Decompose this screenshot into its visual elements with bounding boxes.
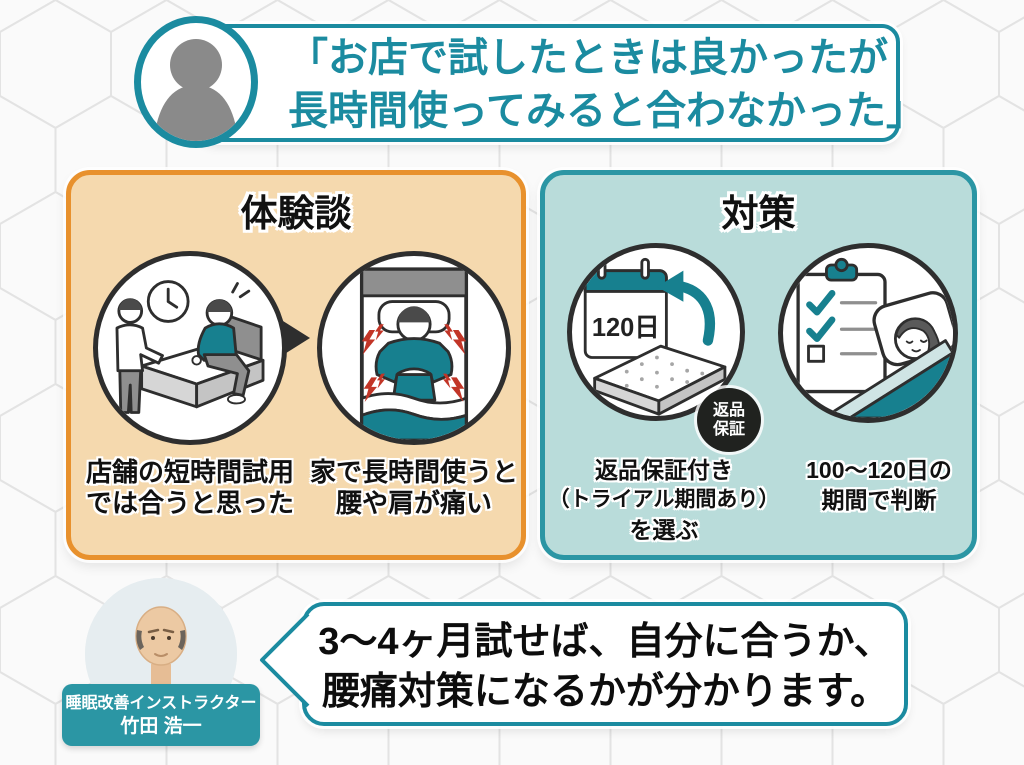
blanket (360, 408, 468, 440)
customer-figure (191, 282, 251, 405)
calendar-days-label: 120日 (592, 314, 660, 342)
quote-line-1: 「お店で試したときは良かったが (288, 36, 888, 80)
blanket-fold (825, 339, 953, 418)
guarantee-caption: 返品保証付き （トライアル期間あり） を選ぶ (547, 455, 781, 545)
pain-bolt-icon (361, 324, 467, 403)
store-trial-illustration (93, 251, 287, 445)
bed-headboard (360, 267, 468, 298)
customer-quote-bubble: 「お店で試したときは良かったが 長時間使ってみると合わなかった」 (198, 24, 926, 142)
badge-line-2: 保証 (712, 421, 745, 438)
expert-comment-line-2: 腰痛対策になるかが分かります。 (321, 671, 889, 713)
trial-judgement-illustration (778, 243, 958, 423)
person-silhouette-icon (154, 39, 238, 141)
expert-name: 竹田 浩一 (120, 716, 202, 737)
return-guarantee-icon: 120日 (583, 257, 727, 416)
expert-comment-line-1: 3〜4ヶ月試せば、自分に合うか、 (318, 621, 892, 663)
customer-quote-text: 「お店で試したときは良かったが 長時間使ってみると合わなかった」 (288, 32, 926, 138)
back-pain-illustration (317, 251, 511, 445)
experience-panel: 体験談 (66, 170, 526, 560)
expert-comment-bubble: 3〜4ヶ月試せば、自分に合うか、 腰痛対策になるかが分かります。 (302, 602, 908, 726)
customer-avatar (134, 16, 258, 148)
judge-caption-line-1: 100〜120日の (806, 457, 952, 483)
store-caption-line-2: では合うと思った (85, 488, 294, 518)
return-guarantee-badge: 返品 保証 (697, 388, 761, 452)
salesperson-figure (115, 298, 164, 414)
countermeasure-panel-title: 対策 (721, 193, 796, 234)
store-caption-line-1: 店舗の短時間試用 (85, 457, 294, 487)
guarantee-caption-line-2: （トライアル期間あり） (548, 488, 780, 511)
speech-bubble-tail (260, 612, 310, 708)
experience-panel-title: 体験談 (240, 193, 352, 234)
badge-line-1: 返品 (712, 402, 745, 419)
face (905, 339, 928, 353)
quote-line-2: 長時間使ってみると合わなかった」 (288, 89, 926, 133)
return-guarantee-illustration: 120日 (567, 243, 745, 421)
face (135, 606, 187, 666)
return-arrow-icon (656, 270, 715, 346)
home-caption-line-2: 腰や肩が痛い (335, 488, 492, 518)
calendar-icon: 120日 (583, 257, 668, 359)
guarantee-caption-line-1: 返品保証付き (595, 457, 733, 483)
back-pain-icon (359, 267, 469, 440)
expert-title: 睡眠改善インストラクター (65, 695, 257, 712)
store-trial-icon (115, 280, 265, 414)
sleeper-body (374, 337, 454, 384)
guarantee-caption-line-3: を選ぶ (629, 517, 699, 543)
clock-icon (146, 280, 190, 323)
home-caption-line-1: 家で長時間使うと (309, 457, 518, 487)
store-trial-caption: 店舗の短時間試用 では合うと思った (81, 457, 299, 519)
checklist-icon (796, 257, 887, 394)
checklist-sleep-icon (796, 257, 953, 418)
countermeasure-panel: 対策 120日 (540, 170, 977, 560)
home-pain-caption: 家で長時間使うと 腰や肩が痛い (307, 457, 521, 519)
judge-caption-line-2: 期間で判断 (821, 487, 937, 513)
judge-caption: 100〜120日の 期間で判断 (785, 455, 973, 515)
mattress-icon (593, 344, 727, 416)
expert-label: 睡眠改善インストラクター 竹田 浩一 (62, 684, 260, 746)
arrow-right-icon (283, 321, 310, 355)
